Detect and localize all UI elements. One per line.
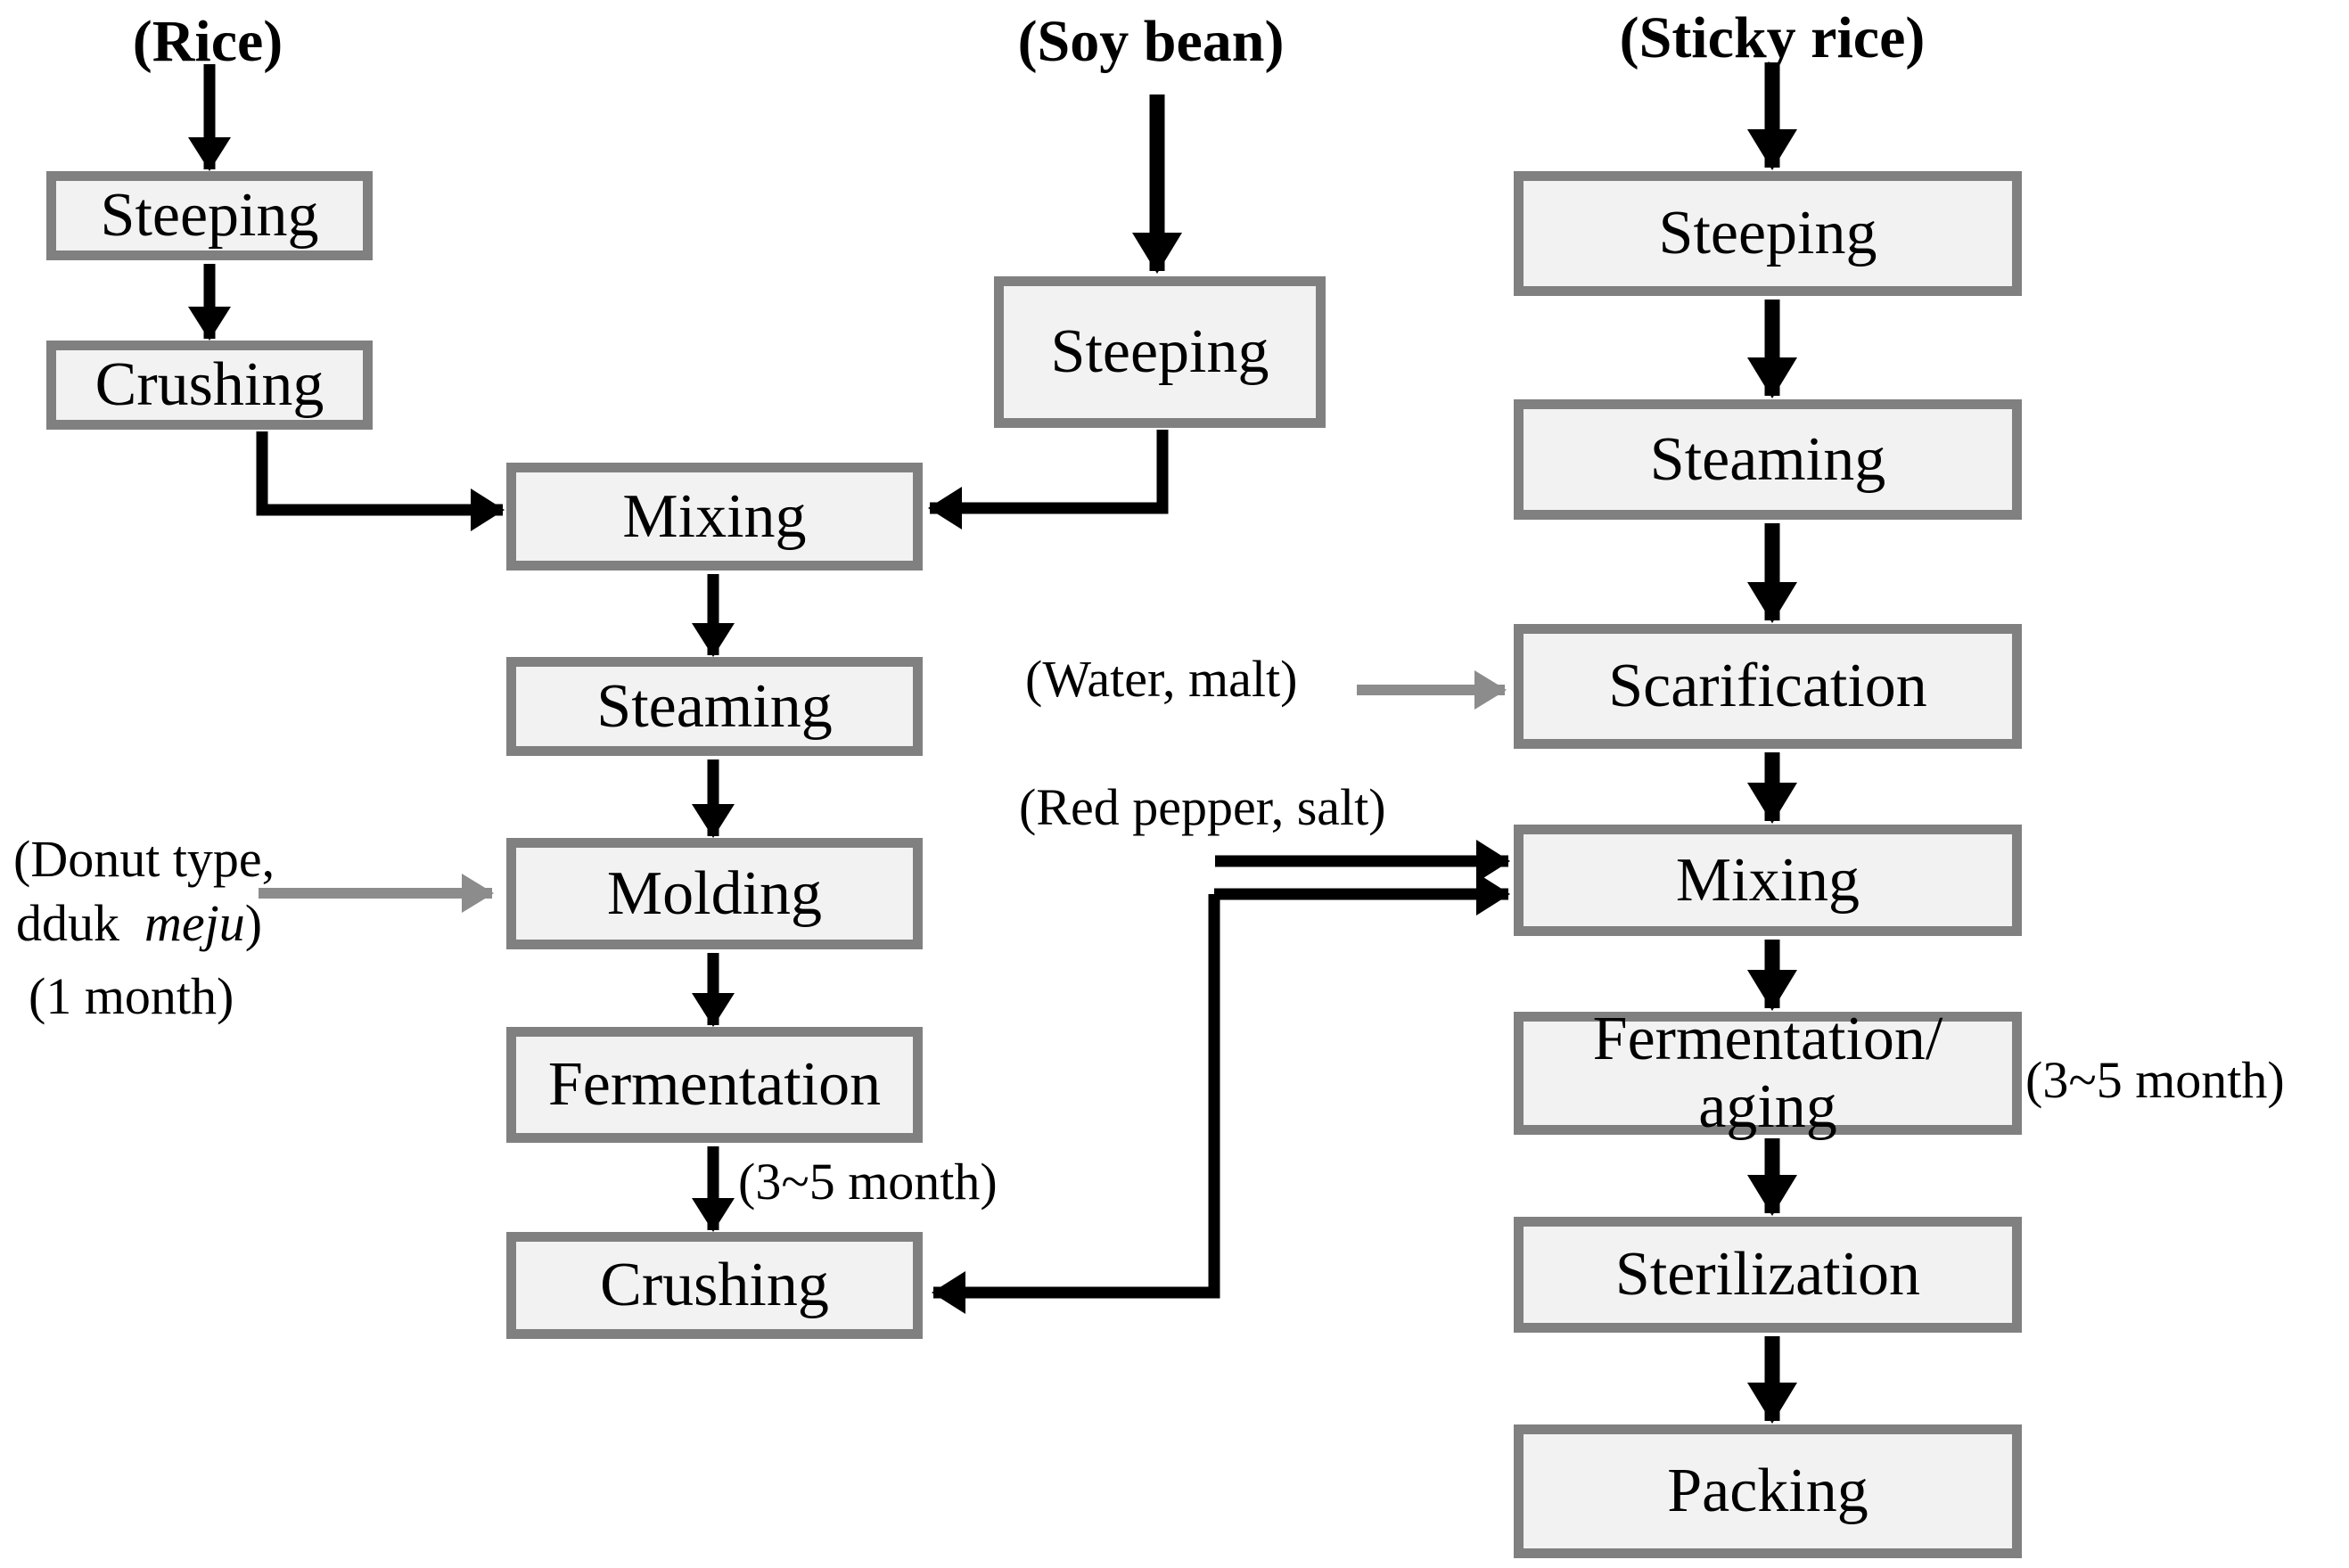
box-sticky-mixing: Mixing xyxy=(1514,825,2022,936)
box-sticky-scarification-label: Scarification xyxy=(1608,652,1927,721)
box-mid-fermentation: Fermentation xyxy=(506,1027,923,1143)
box-sticky-packing-label: Packing xyxy=(1667,1457,1869,1526)
box-soy-steeping-label: Steeping xyxy=(1050,317,1269,387)
box-mid-mixing-label: Mixing xyxy=(622,481,807,551)
box-mid-mixing: Mixing xyxy=(506,463,923,571)
box-rice-crushing-label: Crushing xyxy=(94,350,324,420)
arrow-link-to-crushing xyxy=(932,894,1220,1314)
box-rice-crushing: Crushing xyxy=(46,341,373,430)
box-rice-steeping: Steeping xyxy=(46,171,373,260)
column-header-sticky-rice: (Sticky rice) xyxy=(1619,5,1926,70)
box-soy-steeping: Steeping xyxy=(994,276,1326,428)
column-header-soy-bean: (Soy bean) xyxy=(1017,9,1285,74)
note-red-pepper-salt: (Red pepper, salt) xyxy=(1019,778,1386,836)
box-sticky-steaming: Steaming xyxy=(1514,399,2022,520)
note-one-month: (1 month) xyxy=(29,967,234,1025)
box-sticky-packing: Packing xyxy=(1514,1424,2022,1558)
box-sticky-sterilization: Sterilization xyxy=(1514,1217,2022,1333)
note-molding-line2-italic: meju xyxy=(144,894,245,952)
box-sticky-steeping: Steeping xyxy=(1514,171,2022,296)
box-mid-fermentation-label: Fermentation xyxy=(547,1050,882,1120)
note-molding-line2-prefix: dduk xyxy=(16,894,119,952)
box-sticky-fermentation-aging-label: Fermentation/aging xyxy=(1593,1006,1943,1140)
box-sticky-fermentation-aging: Fermentation/aging xyxy=(1514,1006,2022,1140)
box-sticky-steaming-label: Steaming xyxy=(1649,424,1886,494)
box-mid-steaming-label: Steaming xyxy=(596,671,833,741)
box-mid-molding-label: Molding xyxy=(606,858,823,928)
box-sticky-scarification: Scarification xyxy=(1514,624,2022,749)
box-mid-molding: Molding xyxy=(506,838,923,949)
note-molding-line2-suffix: ) xyxy=(244,894,263,952)
arrow-soy-steeping-to-mixing xyxy=(928,430,1169,530)
box-mid-steaming: Steaming xyxy=(506,657,923,756)
note-three-five-month-mid: (3~5 month) xyxy=(738,1153,998,1211)
box-sticky-sterilization-label: Sterilization xyxy=(1614,1240,1921,1309)
fermentation-aging-line1: Fermentation/ xyxy=(1592,1005,1943,1074)
box-sticky-mixing-label: Mixing xyxy=(1675,845,1860,915)
box-mid-crushing-label: Crushing xyxy=(600,1251,829,1320)
box-rice-steeping-label: Steeping xyxy=(100,181,319,250)
arrow-crushing-to-mixing xyxy=(256,431,505,531)
note-water-malt: (Water, malt) xyxy=(1025,650,1298,708)
note-three-five-month-right: (3~5 month) xyxy=(2025,1051,2285,1109)
fermentation-aging-line2: aging xyxy=(1698,1072,1837,1141)
note-molding-line1: (Donut type, xyxy=(13,830,275,888)
box-sticky-steeping-label: Steeping xyxy=(1658,199,1877,268)
box-mid-crushing: Crushing xyxy=(506,1232,923,1339)
column-header-rice: (Rice) xyxy=(132,9,283,74)
